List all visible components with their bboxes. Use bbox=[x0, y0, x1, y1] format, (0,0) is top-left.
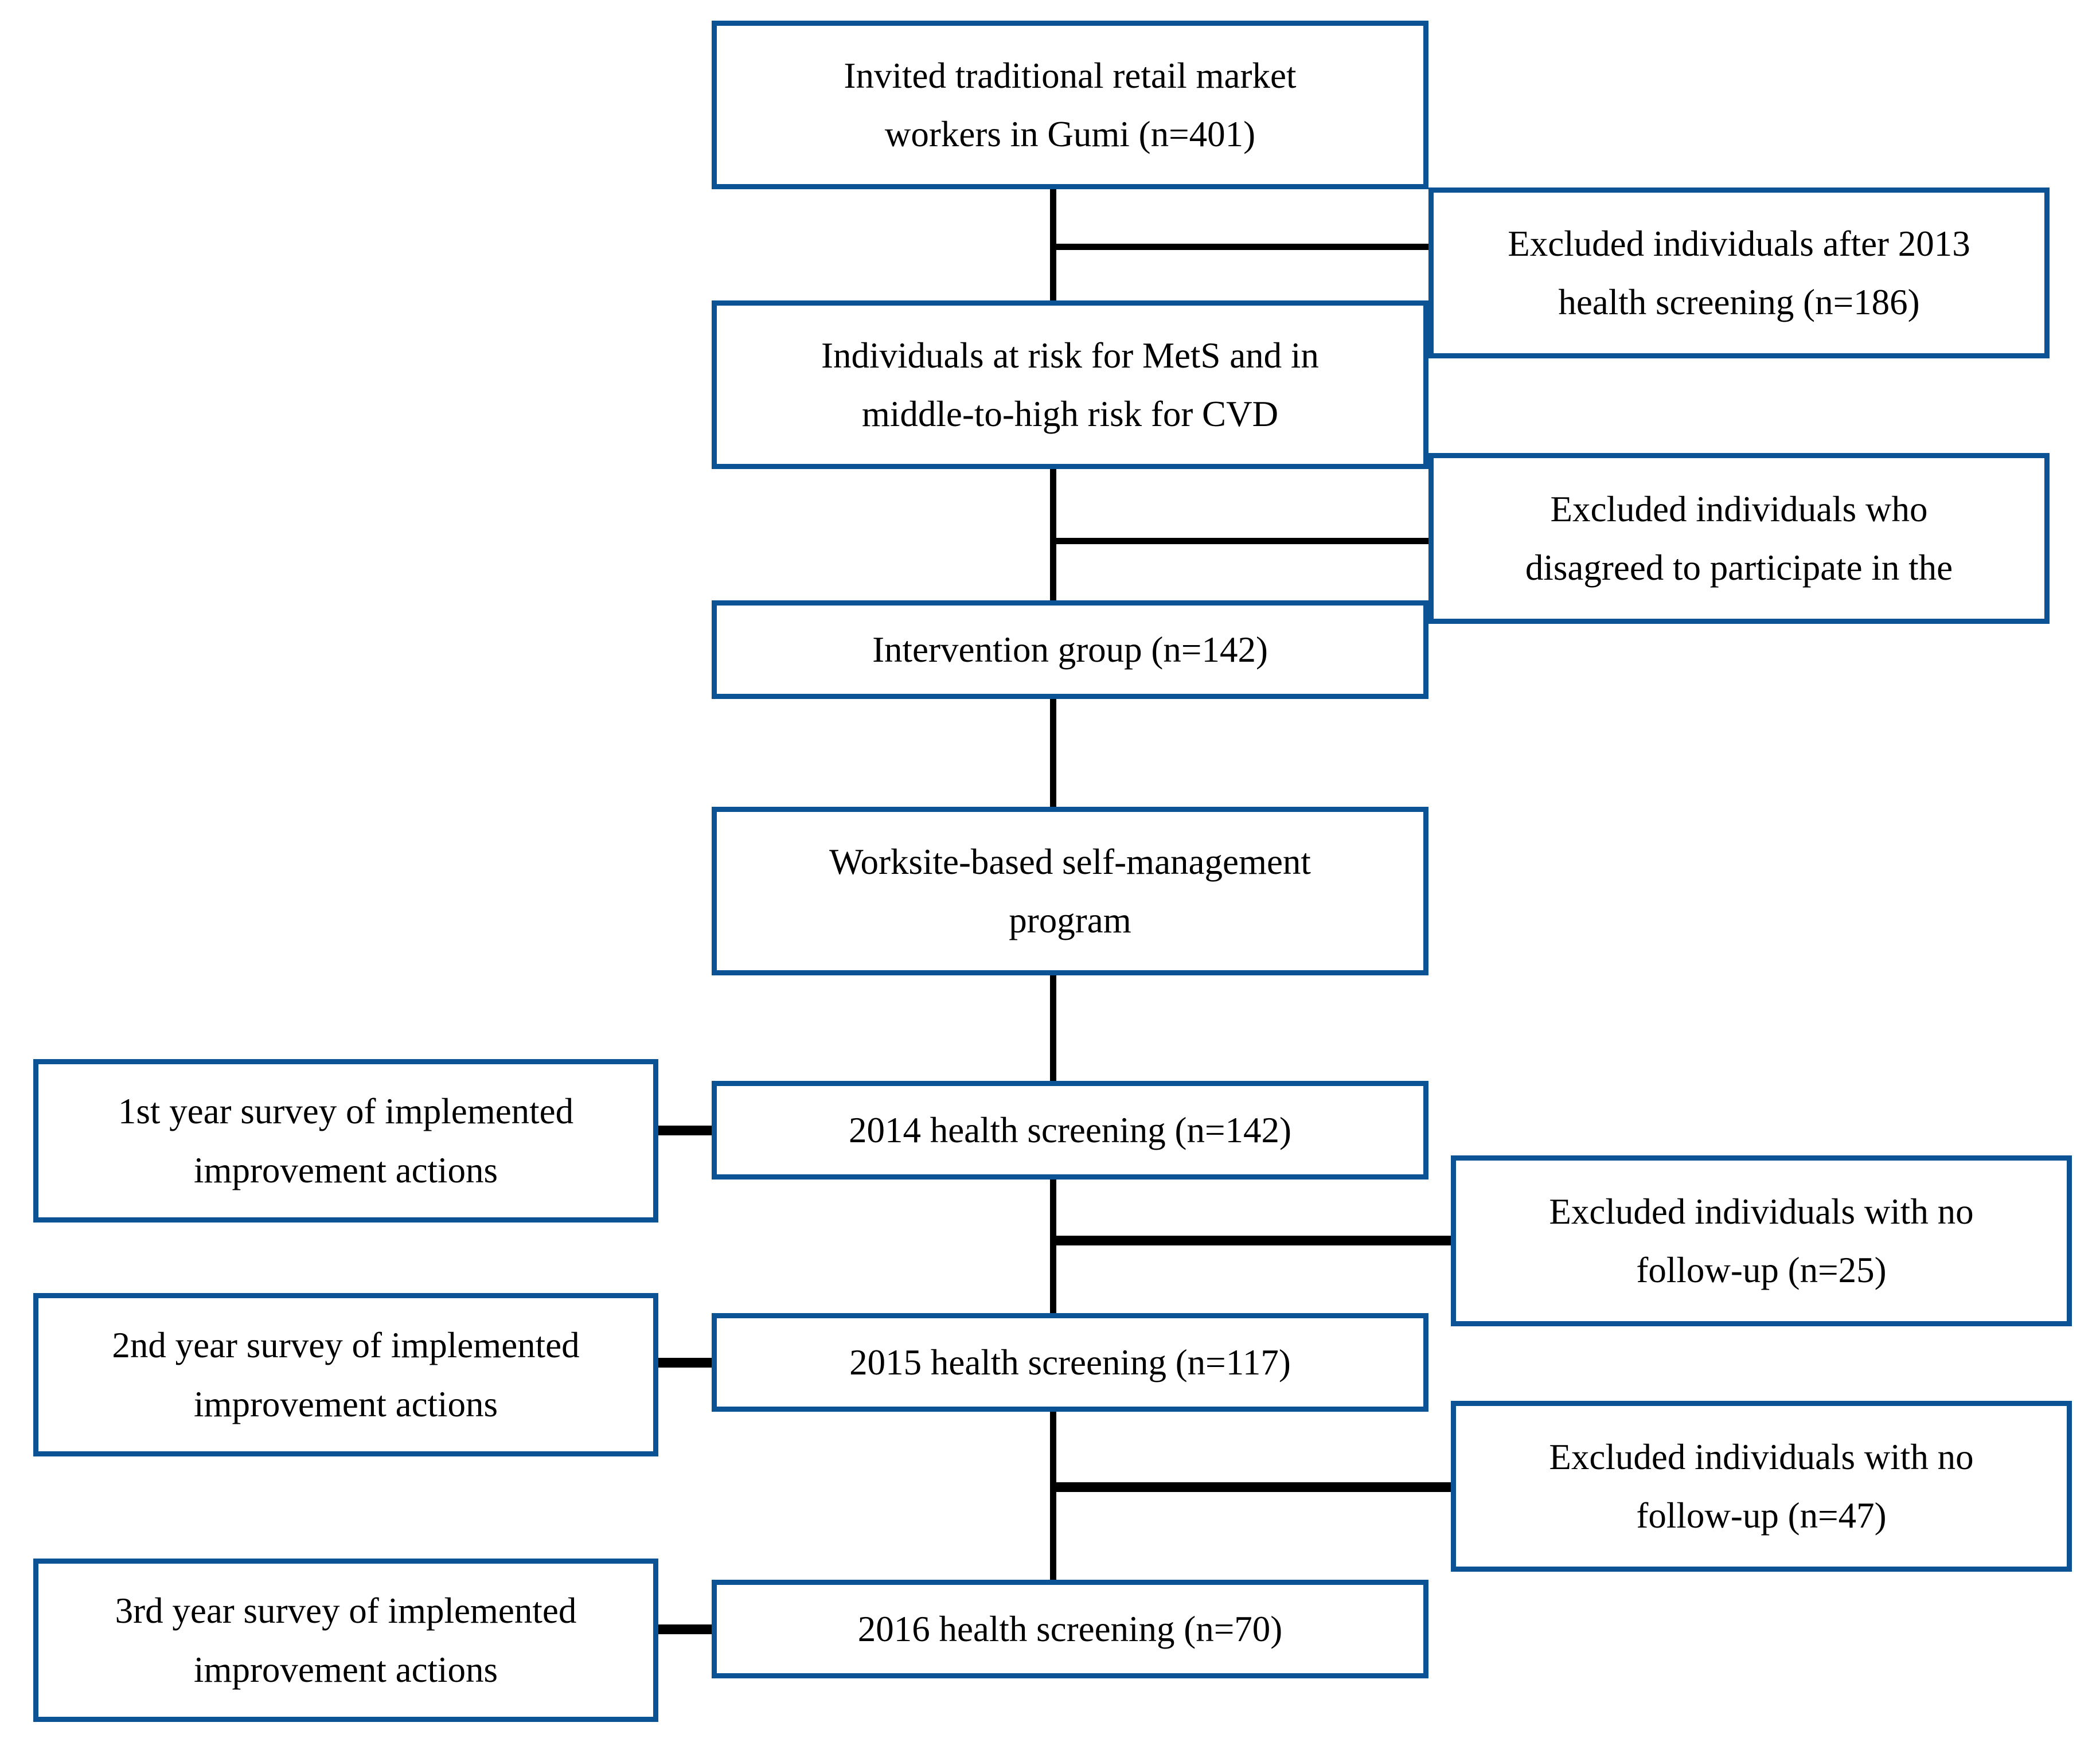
connector-branch-excluded-2013 bbox=[1050, 244, 1431, 250]
connector-survey-2-to-screening-2015 bbox=[654, 1358, 716, 1368]
node-health-screening-2014: 2014 health screening (n=142) bbox=[712, 1081, 1428, 1180]
node-health-screening-2015: 2015 health screening (n=117) bbox=[712, 1313, 1428, 1412]
connector-branch-excluded-followup-47 bbox=[1050, 1482, 1454, 1492]
connector-intervention-to-program bbox=[1050, 699, 1056, 808]
node-intervention-group-label: Intervention group (n=142) bbox=[872, 629, 1268, 670]
node-intervention-group: Intervention group (n=142) bbox=[712, 600, 1428, 699]
connector-screening-2014-to-2015 bbox=[1050, 1180, 1056, 1315]
connector-program-to-screening-2014 bbox=[1050, 975, 1056, 1082]
connector-survey-1-to-screening-2014 bbox=[654, 1126, 716, 1135]
connector-branch-excluded-disagreed bbox=[1050, 538, 1431, 544]
node-health-screening-2016: 2016 health screening (n=70) bbox=[712, 1580, 1428, 1678]
connector-survey-3-to-screening-2016 bbox=[654, 1624, 716, 1634]
connector-screening-2015-to-2016 bbox=[1050, 1412, 1056, 1581]
node-health-screening-2014-label: 2014 health screening (n=142) bbox=[848, 1110, 1292, 1150]
node-health-screening-2016-label: 2016 health screening (n=70) bbox=[857, 1608, 1283, 1649]
connector-at-risk-to-intervention bbox=[1050, 469, 1056, 602]
connector-branch-excluded-followup-25 bbox=[1050, 1236, 1454, 1245]
node-health-screening-2015-label: 2015 health screening (n=117) bbox=[849, 1342, 1291, 1382]
